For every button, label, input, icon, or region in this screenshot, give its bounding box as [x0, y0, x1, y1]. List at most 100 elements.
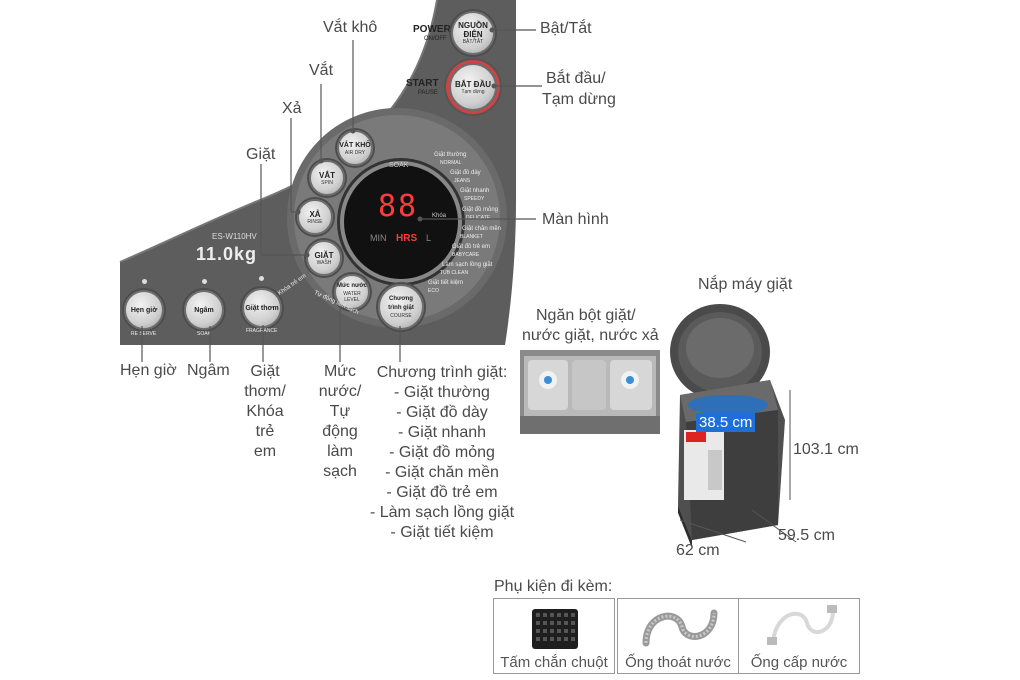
- soak-btn-label: Ngâm: [194, 306, 214, 314]
- water-level-sub: WATER LEVEL: [343, 290, 361, 303]
- course-item: - Giặt thường: [394, 384, 490, 401]
- label-wash: Giặt: [246, 146, 276, 163]
- label-drawer-1: Ngăn bột giặt/: [536, 307, 636, 324]
- dial-item: Giặt tiết kiệm: [428, 280, 464, 286]
- dial-item: NORMAL: [440, 160, 462, 166]
- air-dry-label: VẮT KHÔ: [339, 141, 371, 149]
- course-item: - Giặt tiết kiệm: [390, 524, 494, 541]
- dial-item: DELICATE: [466, 215, 491, 221]
- height-label: 103.1 cm: [793, 441, 859, 458]
- timer-label: Hẹn giờ: [130, 306, 158, 314]
- fragrance-indicator: [259, 276, 264, 281]
- course-label: Chương trình giặt: [388, 296, 414, 311]
- dial-item: BABYCARE: [452, 252, 480, 258]
- course-item: - Giặt đồ trẻ em: [386, 484, 498, 501]
- capacity: 11.0kg: [196, 244, 258, 264]
- start-button-sub: Tạm dừng: [461, 88, 485, 95]
- water-level-button[interactable]: Mức nước WATER LEVEL: [334, 274, 370, 310]
- spin-button[interactable]: VẮT SPIN: [309, 160, 345, 196]
- course-title: Chương trình giặt:: [376, 364, 508, 381]
- course-item: - Giặt nhanh: [397, 424, 487, 441]
- display-hrs: HRS: [396, 233, 418, 244]
- soak-indicator: [202, 279, 207, 284]
- course-item: - Giặt đồ mỏng: [389, 444, 495, 461]
- inlet-hose-icon: [767, 605, 837, 645]
- label-fragrance: Giặt thơm/ Khóa trẻ em: [244, 363, 286, 460]
- label-timer: Hẹn giờ: [120, 362, 177, 379]
- display-min: MIN: [370, 233, 387, 243]
- label-air-dry: Vắt khô: [323, 19, 378, 36]
- accessory-label: Ống thoát nước: [625, 654, 731, 671]
- course-button[interactable]: Chương trình giặt COURSE: [378, 284, 424, 330]
- width-label: 62 cm: [676, 542, 720, 559]
- label-start-1: Bắt đầu/: [546, 70, 606, 87]
- dial-item: Giặt đồ mỏng: [462, 207, 499, 213]
- soak-sub: SOAK: [197, 331, 211, 337]
- soak-button[interactable]: Ngâm: [184, 290, 224, 330]
- rinse-label: XẢ: [309, 209, 321, 219]
- fragrance-button[interactable]: Giặt thơm: [242, 288, 282, 328]
- detergent-drawer-image: [520, 350, 660, 434]
- label-drawer-2: nước giặt, nước xả: [522, 327, 659, 344]
- spin-label: VẮT: [319, 170, 335, 180]
- wash-button[interactable]: GIẶT WASH: [306, 240, 342, 276]
- display-lock: Khóa: [432, 213, 447, 219]
- course-item: - Giặt chăn mền: [385, 464, 499, 481]
- fragrance-sub: FRAGRANCE: [246, 328, 278, 334]
- dial-item: Giặt chăn mền: [462, 226, 502, 232]
- start-button-label: BẮT ĐẦU: [455, 79, 491, 89]
- label-spin: Vắt: [309, 62, 334, 79]
- accessories-title: Phụ kiện đi kèm:: [494, 578, 613, 595]
- air-dry-sub: AIR DRY: [344, 149, 366, 156]
- wash-label: GIẶT: [314, 250, 334, 260]
- accessory-label: Ống cấp nước: [750, 654, 848, 671]
- mouse-guard-icon: [532, 609, 578, 649]
- accessory-mouse-guard: Tấm chắn chuột: [493, 598, 615, 674]
- model-number: ES-W110HV: [212, 232, 257, 241]
- label-start-2: Tạm dừng: [542, 91, 616, 108]
- timer-button[interactable]: Hẹn giờ: [124, 290, 164, 330]
- accessory-inlet-hose: Ống cấp nước: [738, 598, 860, 674]
- label-water-level: Mức nước/ Tự động làm sạch: [318, 363, 362, 480]
- label-screen: Màn hình: [542, 211, 609, 228]
- display-l: L: [426, 233, 432, 243]
- dial-item: TUB CLEAN: [440, 270, 469, 276]
- power-en-label: POWER: [413, 24, 451, 35]
- dial-item: ECO: [428, 288, 439, 294]
- washing-machine-image: [670, 304, 785, 548]
- wash-sub: WASH: [316, 259, 332, 266]
- course-sub: COURSE: [390, 313, 412, 319]
- dial-item: SPEEDY: [464, 196, 485, 202]
- rinse-button[interactable]: XẢ RINSE: [297, 199, 333, 235]
- power-button[interactable]: NGUỒN ĐIỆN BẬT/TẮT: [451, 11, 495, 55]
- spin-sub: SPIN: [321, 179, 333, 186]
- course-item: - Giặt đồ dày: [396, 404, 488, 421]
- display-digits: 88: [378, 189, 419, 224]
- label-soak: Ngâm: [187, 362, 230, 379]
- drum-diameter-badge: 38.5 cm: [696, 413, 756, 432]
- water-level-label: Mức nước: [337, 282, 367, 289]
- fragrance-btn-label: Giặt thơm: [245, 304, 279, 312]
- timer-sub: RE SERVE: [131, 331, 157, 337]
- depth-label: 59.5 cm: [778, 527, 835, 544]
- label-lid: Nắp máy giặt: [698, 276, 793, 293]
- dial-item: Giặt thường: [434, 152, 467, 158]
- timer-indicator: [142, 279, 147, 284]
- rinse-sub: RINSE: [307, 218, 323, 225]
- power-button-sub: BẬT/TẮT: [462, 39, 484, 45]
- display-soak: SOAK: [389, 162, 409, 169]
- dial-item: Giặt nhanh: [460, 188, 490, 194]
- accessory-label: Tấm chắn chuột: [500, 654, 608, 671]
- dimension-lines: [679, 390, 797, 543]
- course-item: - Làm sạch lồng giặt: [369, 504, 515, 521]
- dial-item: Làm sạch lồng giặt: [442, 262, 493, 268]
- dial-item: Giặt đồ dày: [450, 170, 481, 176]
- power-button-label: NGUỒN ĐIỆN: [458, 21, 488, 39]
- dial-item: Giặt đồ trẻ em: [452, 244, 491, 250]
- label-power: Bật/Tắt: [540, 20, 592, 37]
- accessory-drain-hose: Ống thoát nước: [617, 598, 739, 674]
- label-rinse: Xả: [282, 100, 302, 117]
- power-en-sub: ON/OFF: [424, 36, 447, 42]
- course-list: Chương trình giặt: - Giặt thường - Giặt …: [362, 363, 522, 543]
